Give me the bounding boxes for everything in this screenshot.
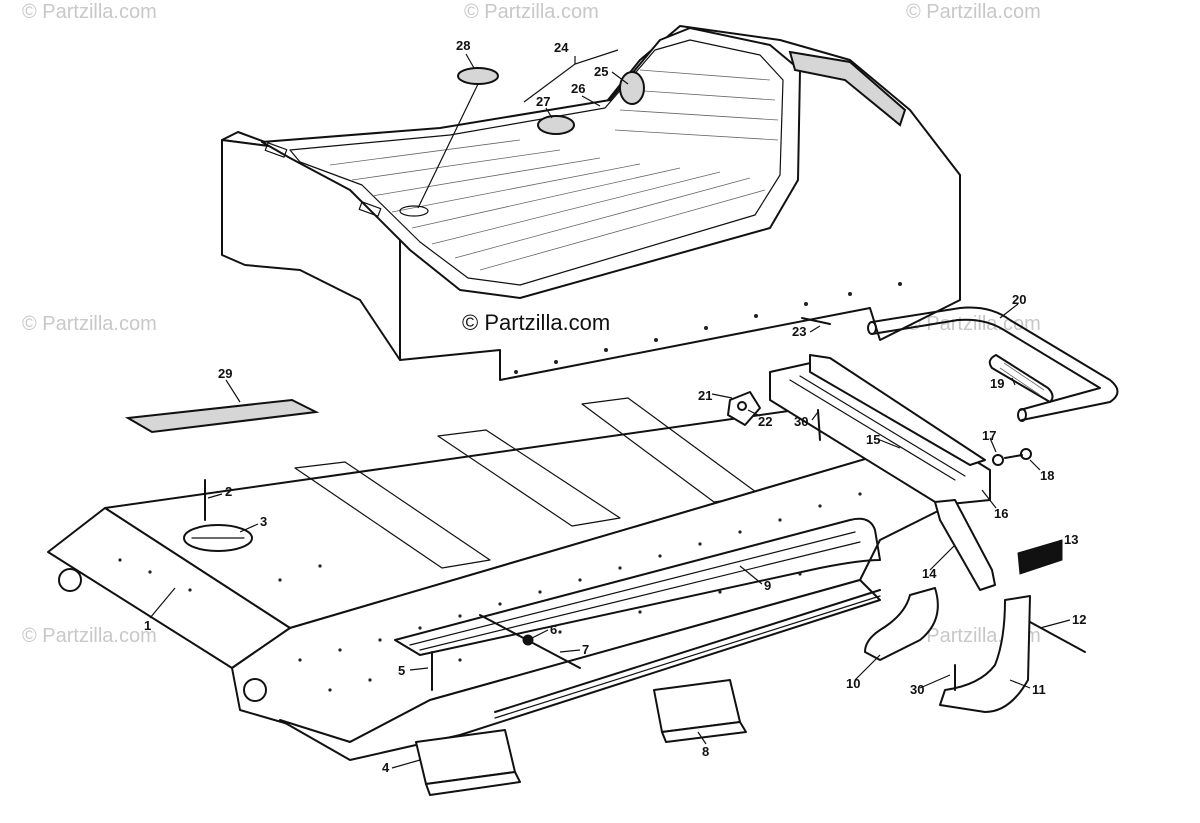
callout-2: 2 bbox=[225, 484, 232, 499]
callout-7: 7 bbox=[582, 642, 589, 657]
callout-26: 26 bbox=[571, 81, 585, 96]
callout-15: 15 bbox=[866, 432, 880, 447]
callout-23: 23 bbox=[792, 324, 806, 339]
seat-washer-spot bbox=[399, 205, 429, 217]
seat-tail-strip bbox=[788, 50, 907, 127]
callout-6: 6 bbox=[550, 622, 557, 637]
chassis-lower-skirt bbox=[279, 579, 881, 761]
patch-25-part bbox=[619, 71, 645, 105]
callout-30-lower: 30 bbox=[910, 682, 924, 697]
watermark-top-right: © Partzilla.com bbox=[906, 1, 1041, 23]
pin-23-part bbox=[801, 317, 831, 325]
seat-body bbox=[221, 25, 961, 381]
callout-28: 28 bbox=[456, 38, 470, 53]
patch-27-part bbox=[537, 115, 575, 135]
callout-21: 21 bbox=[698, 388, 712, 403]
callout-14: 14 bbox=[922, 566, 937, 581]
callout-29: 29 bbox=[218, 366, 232, 381]
watermark-main: © Partzilla.com bbox=[462, 310, 610, 335]
floor-pad-part bbox=[124, 398, 320, 434]
bolt-30-upper-part bbox=[817, 409, 821, 441]
watermark-top-center: © Partzilla.com bbox=[464, 1, 599, 23]
front-lift-hole-icon bbox=[58, 568, 82, 592]
callout-27: 27 bbox=[536, 94, 550, 109]
callout-19: 19 bbox=[990, 376, 1004, 391]
rod-12-part bbox=[1029, 621, 1086, 653]
callout-8: 8 bbox=[702, 744, 709, 759]
callout-3: 3 bbox=[260, 514, 267, 529]
callout-1: 1 bbox=[144, 618, 151, 633]
callout-9: 9 bbox=[764, 578, 771, 593]
clip-part bbox=[727, 391, 761, 426]
bracket-4-part bbox=[415, 729, 521, 796]
callout-30-upper: 30 bbox=[794, 414, 808, 429]
callout-10: 10 bbox=[846, 676, 860, 691]
reflector-part bbox=[1017, 539, 1063, 575]
flap-11-part bbox=[939, 595, 1031, 713]
callout-13: 13 bbox=[1064, 532, 1078, 547]
callout-20: 20 bbox=[1012, 292, 1026, 307]
grip-part bbox=[988, 354, 1054, 403]
callout-5: 5 bbox=[398, 663, 405, 678]
callout-17: 17 bbox=[982, 428, 996, 443]
handle-part bbox=[867, 306, 1119, 422]
callout-24: 24 bbox=[554, 40, 569, 55]
chassis-rod bbox=[494, 589, 881, 713]
callout-18: 18 bbox=[1040, 468, 1054, 483]
callout-16: 16 bbox=[994, 506, 1008, 521]
callout-12: 12 bbox=[1072, 612, 1086, 627]
flap-10-part bbox=[864, 587, 939, 661]
side-rail-part bbox=[394, 517, 881, 656]
leader-lines bbox=[149, 49, 1071, 769]
callout-11: 11 bbox=[1032, 682, 1046, 697]
watermark-mid-left: © Partzilla.com bbox=[22, 313, 157, 335]
callout-4: 4 bbox=[382, 760, 390, 775]
emblem-left-icon bbox=[264, 142, 288, 158]
washer-28-part bbox=[457, 67, 499, 85]
watermark-top-left: © Partzilla.com bbox=[22, 1, 157, 23]
bracket-8-part bbox=[653, 679, 747, 743]
watermark-low-left: © Partzilla.com bbox=[22, 625, 157, 647]
pin-7-part bbox=[479, 614, 581, 669]
callout-22: 22 bbox=[758, 414, 772, 429]
emblem-right-icon bbox=[358, 201, 382, 217]
callout-25: 25 bbox=[594, 64, 608, 79]
rear-lift-hole-icon bbox=[243, 678, 267, 702]
oval-plate-part bbox=[183, 524, 253, 552]
rear-plate-part bbox=[934, 499, 996, 591]
callout-labels: 1 2 3 4 5 6 7 8 9 10 11 12 13 14 15 16 1… bbox=[144, 38, 1086, 775]
bolt-17-18-part bbox=[992, 448, 1032, 466]
chassis bbox=[47, 397, 941, 761]
